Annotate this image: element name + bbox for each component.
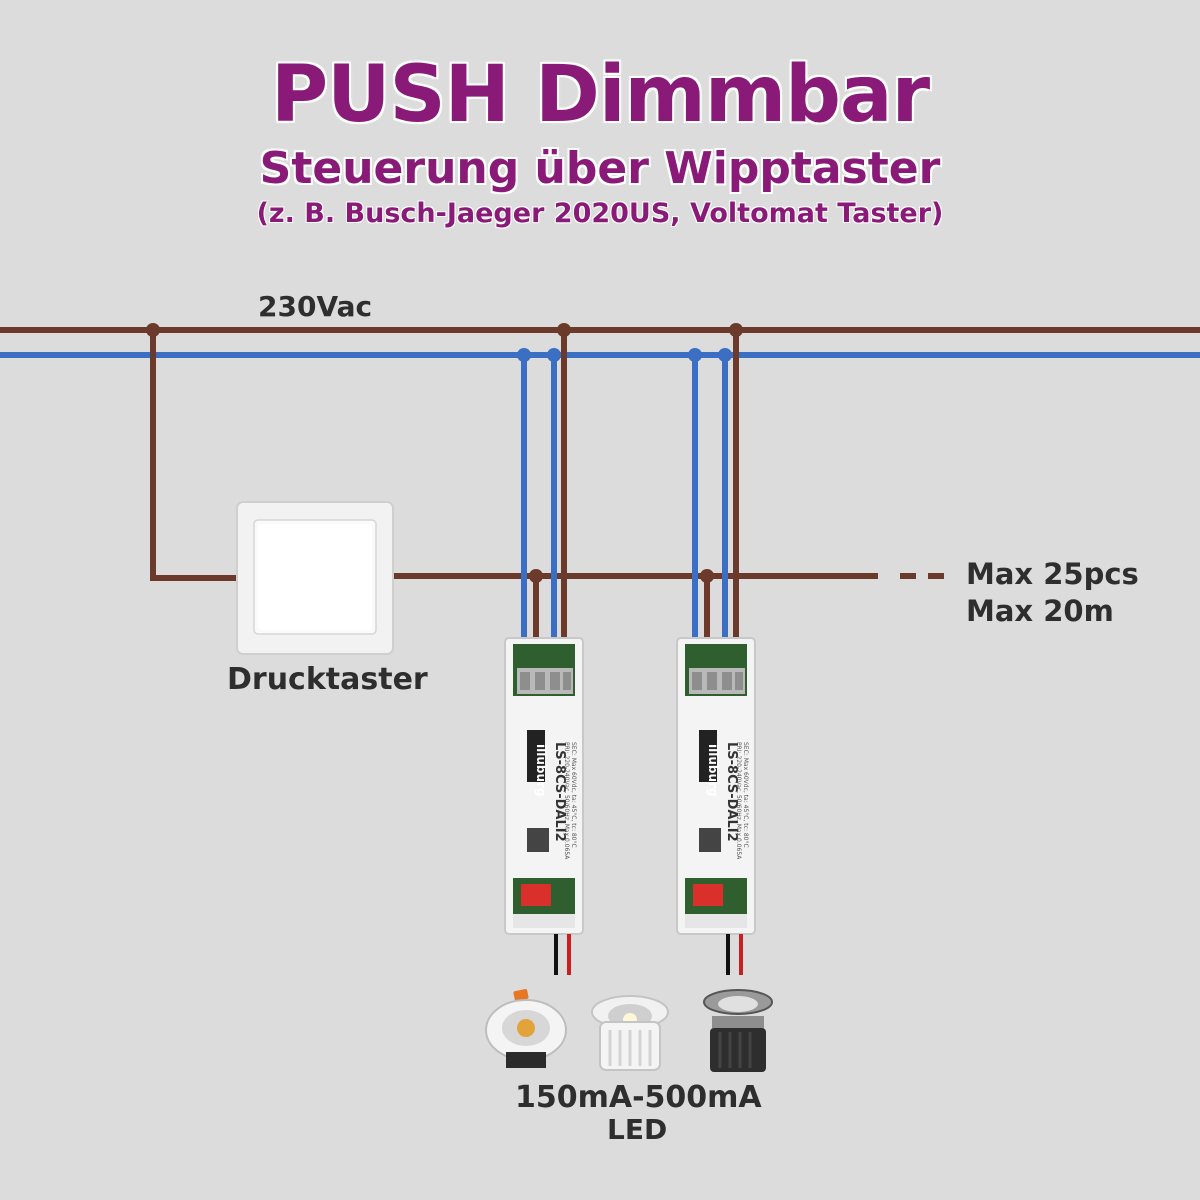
driver2-sec-spec: SEC: Max 60Vdc, ta: 45°C, tc: 80°C bbox=[742, 742, 749, 848]
driver1-model: LS-8CS-DALI2 bbox=[552, 742, 567, 842]
led-downlight-2 bbox=[591, 995, 669, 1071]
driver2-brand: illuburg bbox=[706, 744, 720, 797]
driver-1 bbox=[504, 637, 584, 935]
mains-voltage-label: 230Vac bbox=[258, 290, 373, 323]
driver-2 bbox=[676, 637, 756, 935]
switch-feed-wire bbox=[150, 330, 240, 581]
max-length-label: Max 20m bbox=[966, 594, 1114, 628]
driver1-sec-spec: SEC: Max 60Vdc, ta: 45°C, tc: 80°C bbox=[570, 742, 577, 848]
driver2-pri-spec: PRI: 220-240Vac, 50/60Hz, Max 0.065A bbox=[735, 742, 742, 860]
page-subtitle: Steuerung über Wipptaster bbox=[259, 143, 941, 194]
junction-dots bbox=[146, 323, 743, 583]
push-switch bbox=[236, 501, 394, 655]
switch-label: Drucktaster bbox=[227, 662, 428, 697]
led-downlight-1 bbox=[485, 989, 567, 1068]
example-note: (z. B. Busch-Jaeger 2020US, Voltomat Tas… bbox=[256, 198, 944, 229]
driver1-pri-spec: PRI: 220-240Vac, 50/60Hz, Max 0.065A bbox=[563, 742, 570, 860]
led-current-label: 150mA-500mA bbox=[515, 1080, 762, 1115]
driver1-brand: illuburg bbox=[534, 744, 548, 797]
max-pcs-label: Max 25pcs bbox=[966, 557, 1139, 591]
driver2-model: LS-8CS-DALI2 bbox=[724, 742, 739, 842]
page-title: PUSH Dimmbar bbox=[270, 50, 930, 140]
led-downlight-3 bbox=[703, 989, 773, 1072]
led-label: LED bbox=[607, 1113, 668, 1146]
